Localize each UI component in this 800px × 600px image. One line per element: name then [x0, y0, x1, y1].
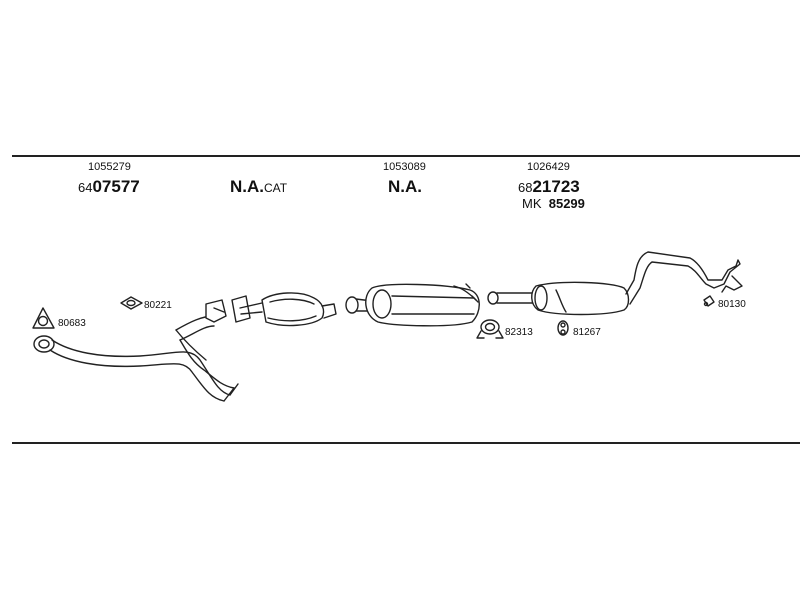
rear-mk-code: MK 85299: [522, 197, 585, 210]
rear-silencer-drawing: [487, 251, 743, 316]
front-pipe-part-number: 1055279: [88, 161, 131, 173]
front-pipe-code: 6407577: [78, 178, 140, 196]
catalyst-suffix: CAT: [264, 181, 288, 195]
hanger-label: 80130: [718, 299, 746, 310]
hanger-icon: [703, 295, 715, 307]
bottom-divider: [12, 442, 800, 444]
rubber-ring-icon: [557, 320, 569, 336]
gasket-ring-label: 80683: [58, 318, 86, 329]
rear-code-prefix: 68: [518, 180, 533, 195]
rear-code: 6821723: [518, 178, 580, 196]
clamp-label: 82313: [505, 327, 533, 338]
rear-mk-number: 85299: [548, 196, 585, 211]
gasket-ring-icon: [32, 307, 55, 329]
rear-code-main: 21723: [532, 177, 580, 196]
middle-part-number: 1053089: [383, 161, 426, 173]
catalyst-label: N.A.CAT: [230, 178, 287, 196]
middle-silencer-drawing: [345, 283, 480, 327]
front-pipe-code-prefix: 64: [78, 180, 93, 195]
catalyst-drawing: [231, 292, 337, 327]
rear-part-number: 1026429: [527, 161, 570, 173]
top-divider: [12, 155, 800, 157]
catalyst-na: N.A.: [230, 177, 264, 196]
rear-mk-prefix: MK: [522, 196, 542, 211]
clamp-icon: [476, 319, 504, 339]
middle-na: N.A.: [388, 177, 422, 196]
gasket-flange-icon: [120, 296, 143, 310]
gasket-flange-label: 80221: [144, 300, 172, 311]
rubber-ring-label: 81267: [573, 327, 601, 338]
front-pipe-code-main: 07577: [92, 177, 140, 196]
front-pipe-drawing: [33, 299, 239, 402]
